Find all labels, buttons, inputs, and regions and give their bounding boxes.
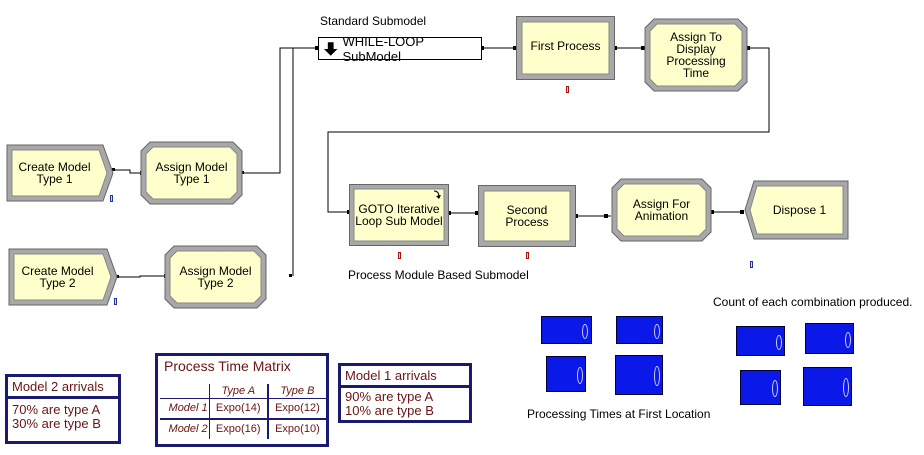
create-module-type-2[interactable]: Create Model Type 2 [8, 248, 118, 306]
dispose-label: Dispose 1 [772, 203, 827, 217]
create-module-type-1-label: Create Model Type 1 [18, 160, 91, 186]
create-module-type-2-label: Create Model Type 2 [21, 264, 94, 290]
model-1-arrivals-title: Model 1 arrivals [345, 368, 437, 383]
matrix-cell: Expo(14) [208, 398, 268, 419]
animation-port [566, 86, 569, 93]
second-process-module[interactable]: Second Process [478, 185, 576, 247]
assign-display-time-module[interactable]: Assign To Display Processing Time [644, 18, 748, 92]
matrix-title: Process Time Matrix [164, 358, 291, 374]
matrix-cell: Expo(16) [208, 418, 268, 439]
process-time-matrix: Process Time Matrix Type A Type B Model … [155, 353, 329, 447]
processing-time-display [546, 356, 586, 392]
model-1-line: 10% are type B [345, 403, 434, 418]
assign-module-type-1[interactable]: Assign Model Type 1 [140, 141, 243, 205]
assign-animation-module[interactable]: Assign For Animation [611, 178, 712, 242]
goto-loop-submodel[interactable]: GOTO Iterative Loop Sub Model [349, 184, 449, 246]
matrix-row-label: Model 2 [160, 418, 210, 439]
assign-module-type-2-label: Assign Model Type 2 [179, 264, 252, 290]
matrix-row-label: Model 1 [160, 398, 210, 419]
down-arrow-icon [323, 41, 338, 56]
curved-arrow-icon [433, 190, 441, 199]
goto-loop-label: GOTO Iterative Loop Sub Model [355, 202, 443, 228]
model-2-line: 70% are type A [12, 402, 101, 417]
first-process-module[interactable]: First Process [516, 16, 615, 80]
count-display [805, 323, 854, 354]
create-module-type-1[interactable]: Create Model Type 1 [6, 144, 114, 202]
while-loop-submodel-label: WHILE-LOOP SubModel [342, 33, 424, 64]
processing-time-display [616, 316, 663, 344]
standard-submodel-label: Standard Submodel [320, 14, 427, 28]
dispose-module[interactable]: Dispose 1 [744, 180, 849, 240]
matrix-table: Type A Type B Model 1 Expo(14) Expo(12) … [160, 384, 326, 439]
matrix-cell: Expo(10) [266, 418, 326, 439]
while-loop-submodel[interactable]: WHILE-LOOP SubModel [318, 34, 482, 64]
count-combinations-label: Count of each combination produced. [713, 295, 913, 309]
assign-display-time-label: Assign To Display Processing Time [666, 30, 726, 80]
model-1-line: 90% are type A [345, 389, 434, 404]
animation-port [750, 261, 753, 268]
model-1-arrivals-box: Model 1 arrivals 90% are type A 10% are … [338, 363, 472, 423]
assign-animation-label: Assign For Animation [632, 197, 691, 223]
matrix-col-header: Type A [208, 384, 268, 399]
processing-time-display [615, 355, 663, 395]
process-based-submodel-label: Process Module Based Submodel [348, 268, 529, 282]
assign-module-type-2[interactable]: Assign Model Type 2 [164, 245, 267, 309]
count-display [740, 370, 781, 405]
matrix-cell: Expo(12) [266, 398, 326, 419]
model-2-arrivals-title: Model 2 arrivals [12, 379, 104, 394]
model-2-arrivals-box: Model 2 arrivals 70% are type A 30% are … [5, 374, 121, 444]
assign-module-type-1-label: Assign Model Type 1 [155, 160, 228, 186]
matrix-col-header: Type B [266, 384, 326, 399]
processing-time-display [541, 316, 592, 344]
animation-port [398, 252, 401, 259]
processing-times-label: Processing Times at First Location [527, 407, 711, 421]
animation-port [110, 195, 113, 202]
count-display [803, 367, 852, 406]
count-display [736, 326, 785, 356]
first-process-label: First Process [530, 39, 601, 53]
animation-port [526, 252, 529, 259]
second-process-label: Second Process [505, 203, 549, 229]
model-2-line: 30% are type B [12, 416, 101, 431]
animation-port [114, 298, 117, 305]
